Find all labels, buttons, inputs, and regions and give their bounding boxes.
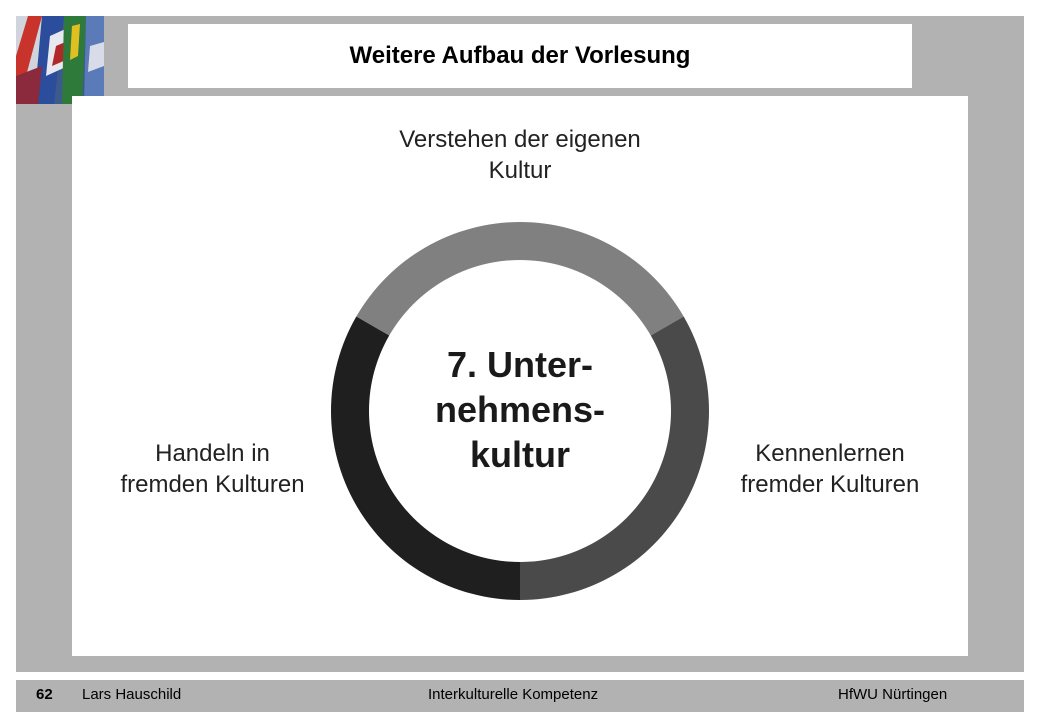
footer-bar: [16, 680, 1024, 712]
flags-image: [16, 16, 104, 104]
center-title: 7. Unter- nehmens- kultur: [434, 344, 606, 475]
footer-author: Lars Hauschild: [82, 686, 182, 703]
ring-segment-right: [520, 316, 709, 600]
ring-segment-left: [331, 316, 520, 600]
ring-segment-top: [356, 222, 684, 336]
footer-course: Interkulturelle Kompetenz: [428, 686, 599, 703]
label-act-in-foreign-cultures: Handeln in fremden Kulturen: [120, 440, 305, 498]
title-box: Weitere Aufbau der Vorlesung: [128, 24, 912, 88]
footer-institution: HfWU Nürtingen: [838, 686, 948, 703]
label-learn-foreign-cultures: Kennenlernen fremder Kulturen: [740, 440, 920, 498]
slide-title: Weitere Aufbau der Vorlesung: [349, 42, 691, 69]
label-understand-own-culture: Verstehen der eigenen Kultur: [399, 126, 641, 184]
slide-number: 62: [36, 686, 53, 703]
